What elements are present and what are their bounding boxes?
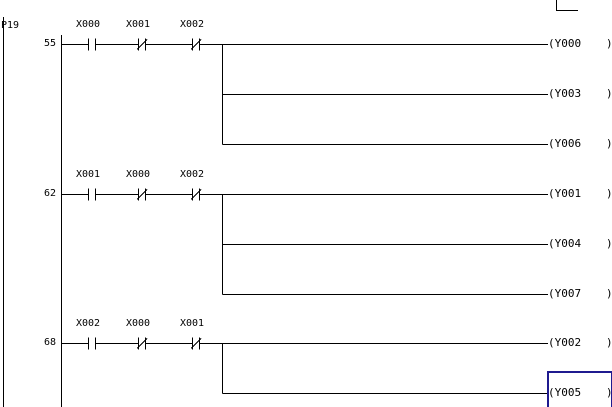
coil-close-paren: ) [606, 136, 612, 150]
contact-nc-slash [190, 39, 202, 50]
coil-close-paren: ) [606, 86, 612, 100]
coil-output-label[interactable]: (Y006 [548, 136, 582, 150]
contact-device-label[interactable]: X001 [76, 168, 101, 180]
contact-device-label[interactable]: X002 [76, 317, 101, 329]
coil-output-label[interactable]: (Y004 [548, 236, 582, 250]
contact-nc-slash [136, 39, 148, 50]
rung-step-number: 68 [43, 336, 56, 348]
coil-close-paren: ) [606, 385, 612, 399]
contact-device-label[interactable]: X001 [180, 317, 205, 329]
rung-step-number: 62 [43, 187, 56, 199]
coil-close-paren: ) [606, 335, 612, 349]
contact-device-label[interactable]: X001 [126, 18, 151, 30]
coil-close-paren: ) [606, 186, 612, 200]
coil-output-label[interactable]: (Y001 [548, 186, 582, 200]
contact-nc-slash [190, 189, 202, 200]
coil-output-label[interactable]: (Y005 [548, 385, 582, 399]
coil-close-paren: ) [606, 286, 612, 300]
selection-cursor[interactable] [547, 370, 612, 407]
contact-device-label[interactable]: X000 [76, 18, 101, 30]
coil-output-label[interactable]: (Y002 [548, 335, 582, 349]
contact-device-label[interactable]: X002 [180, 168, 205, 180]
contact-device-label[interactable]: X000 [126, 168, 151, 180]
contact-nc-slash [190, 338, 202, 349]
coil-output-label[interactable]: (Y000 [548, 36, 582, 50]
rung-step-number: 55 [43, 37, 56, 49]
contact-nc-slash [136, 338, 148, 349]
coil-close-paren: ) [606, 236, 612, 250]
contact-nc-slash [136, 189, 148, 200]
coil-close-paren: ) [606, 36, 612, 50]
contact-device-label[interactable]: X002 [180, 18, 205, 30]
coil-output-label[interactable]: (Y007 [548, 286, 582, 300]
coil-output-label[interactable]: (Y003 [548, 86, 582, 100]
program-label: P19 [1, 20, 20, 31]
contact-device-label[interactable]: X000 [126, 317, 151, 329]
